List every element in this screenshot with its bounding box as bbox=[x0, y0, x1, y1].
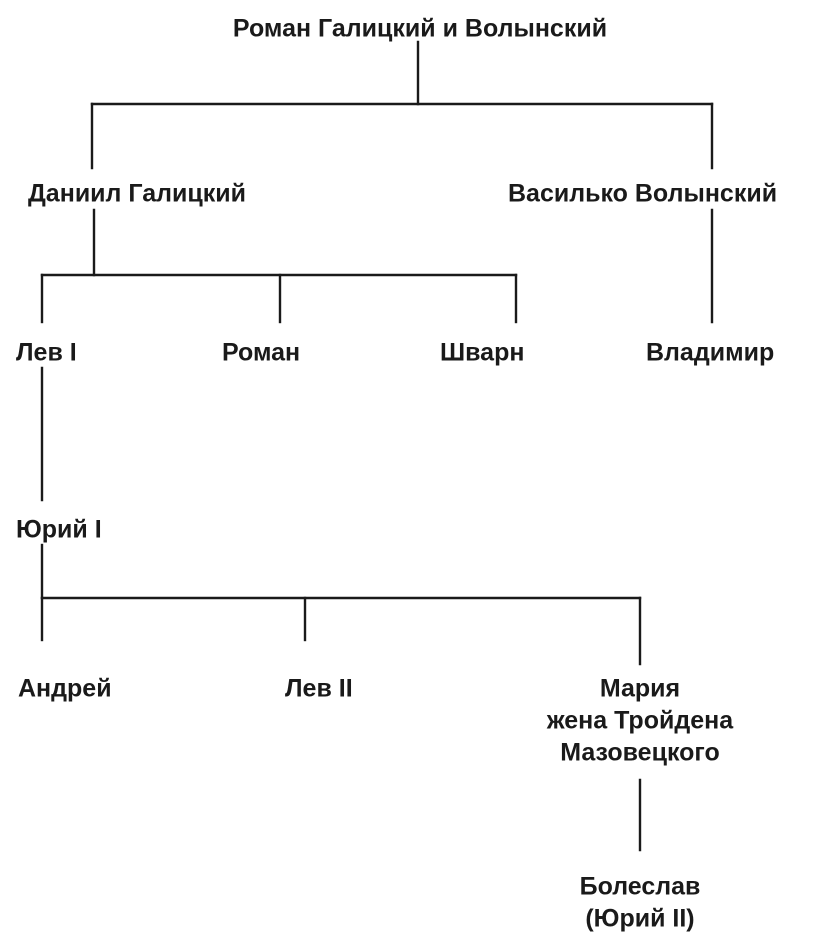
person-name-line: жена Тройдена bbox=[546, 707, 734, 735]
person-name-line: Болеслав bbox=[580, 873, 701, 901]
person-node-daniil: Даниил Галицкий bbox=[28, 180, 246, 208]
person-node-vladimir: Владимир bbox=[646, 339, 774, 367]
person-node-andrei: Андрей bbox=[18, 675, 112, 703]
person-node-vasilko: Василько Волынский bbox=[508, 180, 777, 208]
person-name-line: Роман Галицкий и Волынский bbox=[233, 15, 607, 43]
tree-connectors bbox=[40, 40, 714, 852]
person-node-roman: Роман bbox=[222, 339, 300, 367]
person-name-line: Шварн bbox=[440, 339, 524, 367]
person-name-line: Мазовецкого bbox=[560, 739, 720, 767]
person-node-yuri1: Юрий I bbox=[16, 516, 102, 544]
person-node-lev2: Лев II bbox=[285, 675, 353, 703]
person-name-line: (Юрий II) bbox=[585, 905, 694, 933]
person-node-roman-galitsky: Роман Галицкий и Волынский bbox=[233, 15, 607, 43]
person-name-line: Василько Волынский bbox=[508, 180, 777, 208]
person-name-line: Андрей bbox=[18, 675, 112, 703]
person-name-line: Лев II bbox=[285, 675, 353, 703]
person-name-line: Роман bbox=[222, 339, 300, 367]
person-name-line: Юрий I bbox=[16, 516, 102, 544]
person-name-line: Владимир bbox=[646, 339, 774, 367]
person-name-line: Лев I bbox=[16, 339, 77, 367]
person-name-line: Даниил Галицкий bbox=[28, 180, 246, 208]
person-node-lev1: Лев I bbox=[16, 339, 77, 367]
person-node-shvarn: Шварн bbox=[440, 339, 524, 367]
person-node-boleslav: Болеслав (Юрий II) bbox=[580, 873, 701, 933]
person-name-line: Мария bbox=[600, 675, 680, 703]
